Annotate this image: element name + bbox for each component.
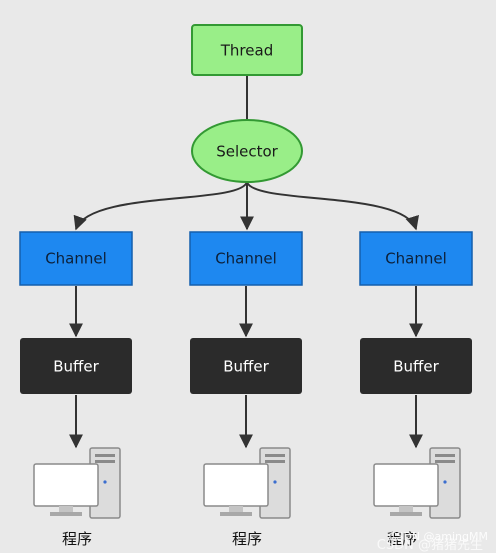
computer-icon [33, 447, 121, 519]
thread-label: Thread [220, 42, 273, 60]
channel-label: Channel [45, 250, 107, 268]
computer-icon [373, 447, 461, 519]
thread-node: Thread [191, 24, 303, 76]
computer-icon [203, 447, 291, 519]
buffer-node: Buffer [360, 338, 472, 394]
channel-label: Channel [385, 250, 447, 268]
connectors [69, 76, 423, 449]
buffer-node: Buffer [20, 338, 132, 394]
buffer-node: Buffer [190, 338, 302, 394]
buffer-label: Buffer [53, 358, 99, 376]
buffer-label: Buffer [223, 358, 269, 376]
program-label: 程序 [62, 530, 92, 548]
channel-label: Channel [215, 250, 277, 268]
channel-node: Channel [189, 231, 303, 286]
watermark-line-1: CSDN @amingMM [389, 530, 488, 543]
channel-node: Channel [19, 231, 133, 286]
selector-node: Selector [191, 119, 303, 183]
selector-to-channel-3-arrow [246, 181, 419, 231]
channel-node: Channel [359, 231, 473, 286]
selector-to-channel-1-arrow [73, 181, 248, 231]
buffer-label: Buffer [393, 358, 439, 376]
program-label: 程序 [232, 530, 262, 548]
program-label: 程序 [387, 530, 417, 548]
selector-label: Selector [216, 143, 278, 161]
watermark-line-2: CSDN @猪猪先生 [377, 538, 483, 553]
